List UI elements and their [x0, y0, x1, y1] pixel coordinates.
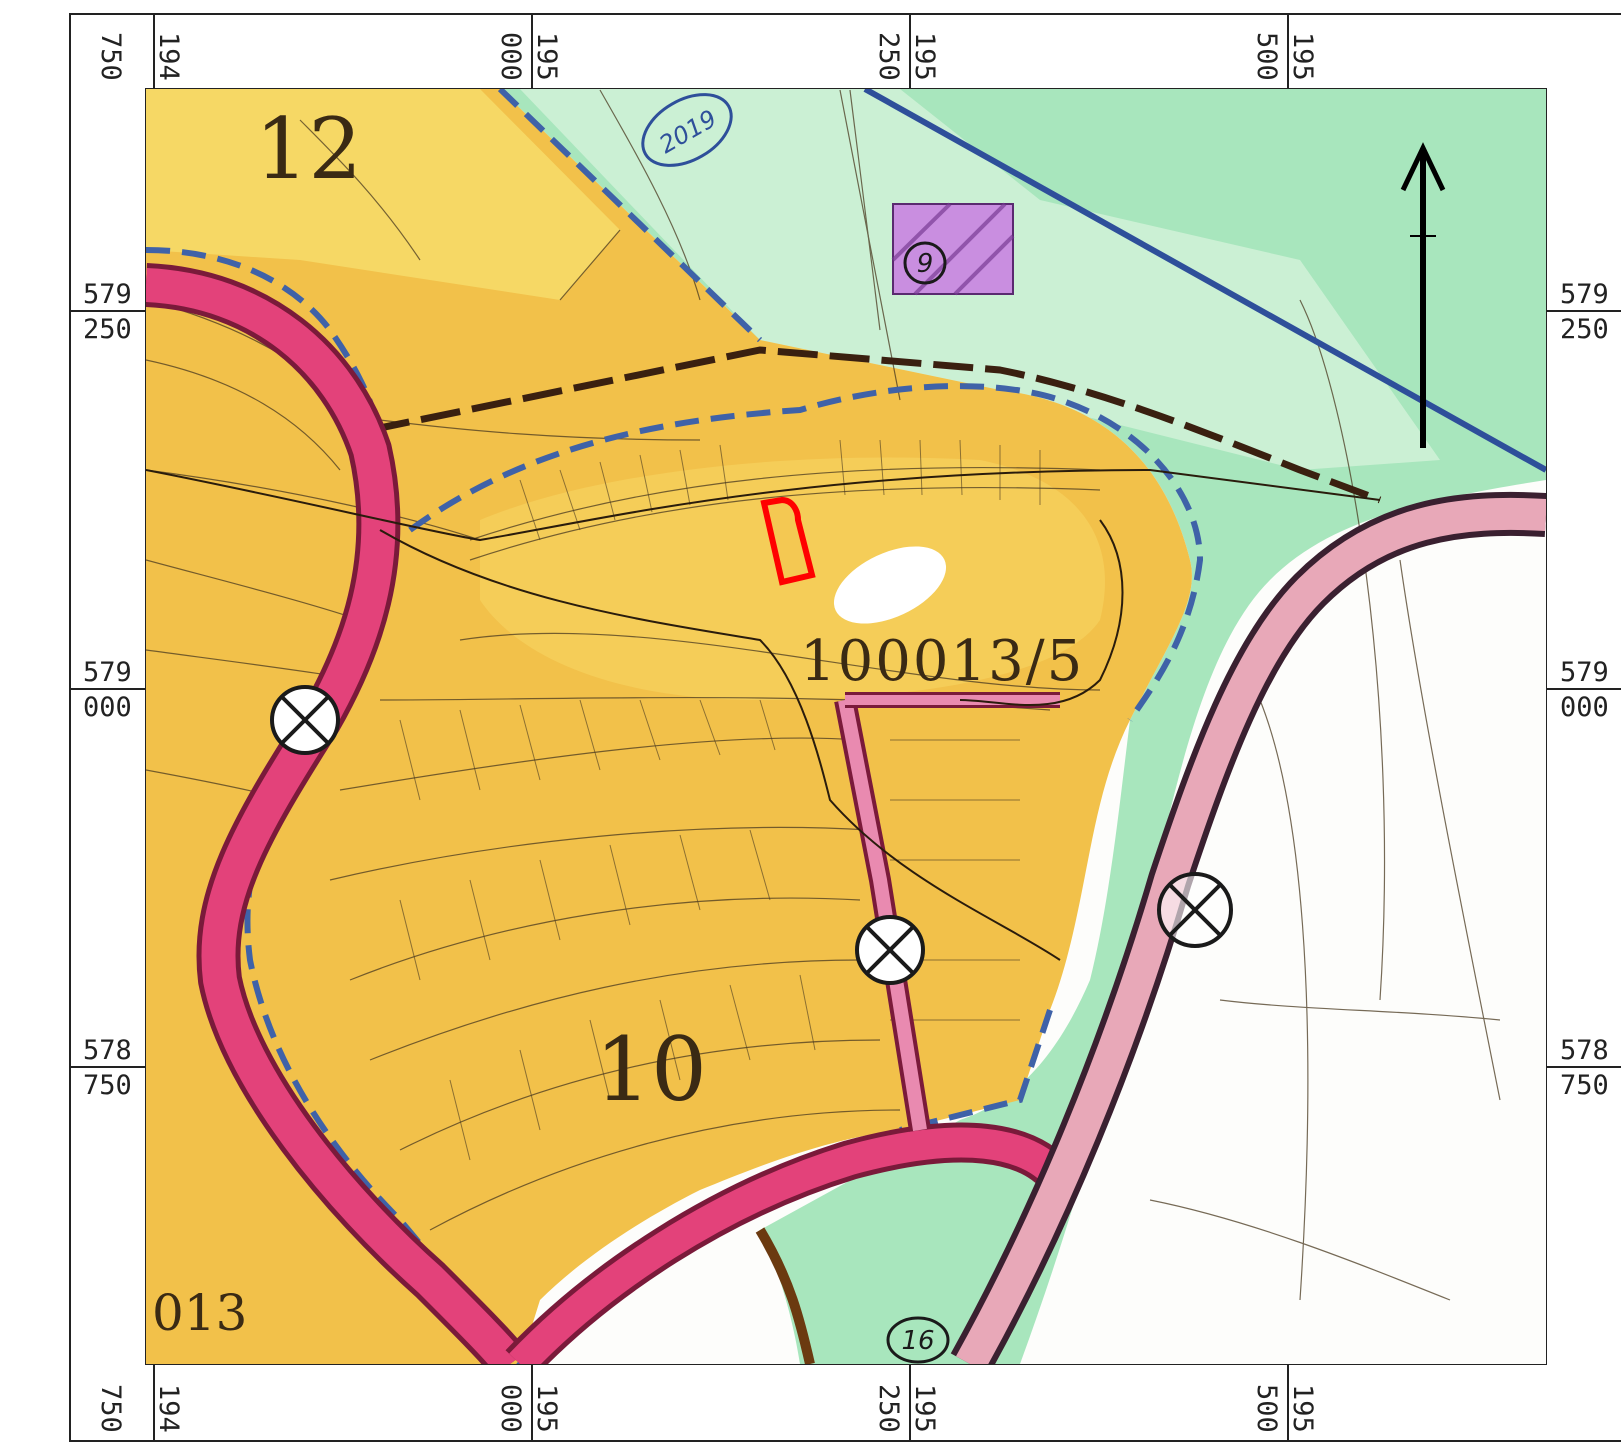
svg-text:195: 195 [909, 1384, 940, 1433]
roads [146, 263, 1546, 1364]
svg-text:195: 195 [1287, 1384, 1318, 1433]
zone-2019-circle [641, 93, 733, 167]
residential-zone-light [146, 89, 620, 300]
top-x-labels: 194 750 195 000 195 250 195 500 [95, 32, 1318, 81]
special-plot [892, 203, 1014, 295]
zone-10-label: 10 [595, 1018, 707, 1121]
svg-text:579: 579 [1560, 279, 1609, 310]
svg-text:579: 579 [1560, 657, 1609, 688]
outer-frame [69, 13, 1621, 1442]
zone-100013-label: 100013/5 [800, 629, 1084, 694]
svg-text:579: 579 [83, 279, 132, 310]
svg-text:250: 250 [873, 1384, 904, 1433]
svg-text:195: 195 [531, 32, 562, 81]
svg-text:578: 578 [83, 1035, 132, 1066]
road-marker-icon [1157, 872, 1233, 948]
svg-text:195: 195 [531, 1384, 562, 1433]
zone-013-label: 013 [152, 1284, 247, 1342]
svg-text:750: 750 [95, 1384, 126, 1433]
svg-text:000: 000 [495, 1384, 526, 1433]
boundary-line-top [863, 89, 1546, 473]
svg-text:250: 250 [83, 314, 132, 345]
svg-text:500: 500 [1251, 1384, 1282, 1433]
svg-text:750: 750 [95, 32, 126, 81]
zone-16-label: 16 [901, 1326, 934, 1356]
ticks [70, 14, 1621, 1441]
bottom-x-labels: 194 750 195 000 195 250 195 500 [95, 1384, 1318, 1433]
dark-boundary [369, 346, 1382, 504]
svg-text:000: 000 [1560, 692, 1609, 723]
zone-12-label: 12 [255, 100, 362, 198]
north-arrow-icon [1400, 142, 1446, 448]
svg-text:578: 578 [1560, 1035, 1609, 1066]
road-marker-icon [270, 685, 340, 755]
open-area [833, 546, 947, 624]
zone-9-label: 9 [917, 249, 934, 279]
svg-text:195: 195 [909, 32, 940, 81]
svg-text:579: 579 [83, 657, 132, 688]
zone-9-circle [903, 241, 947, 285]
highlighted-parcel [760, 496, 816, 586]
zone-16-circle [886, 1316, 950, 1364]
svg-text:000: 000 [83, 692, 132, 723]
svg-text:195: 195 [1287, 32, 1318, 81]
svg-text:500: 500 [1251, 32, 1282, 81]
right-y-labels: 579 250 579 000 578 750 [1560, 279, 1609, 1101]
road-marker-icon [855, 915, 925, 985]
svg-text:194: 194 [153, 32, 184, 81]
svg-text:194: 194 [153, 1384, 184, 1433]
svg-text:750: 750 [1560, 1070, 1609, 1101]
svg-text:250: 250 [873, 32, 904, 81]
parcel-lines [146, 89, 1501, 1301]
svg-text:000: 000 [495, 32, 526, 81]
svg-text:750: 750 [83, 1070, 132, 1101]
left-y-labels: 579 250 579 000 578 750 [83, 279, 132, 1101]
svg-text:250: 250 [1560, 314, 1609, 345]
parcel-dividers [399, 439, 1041, 1161]
